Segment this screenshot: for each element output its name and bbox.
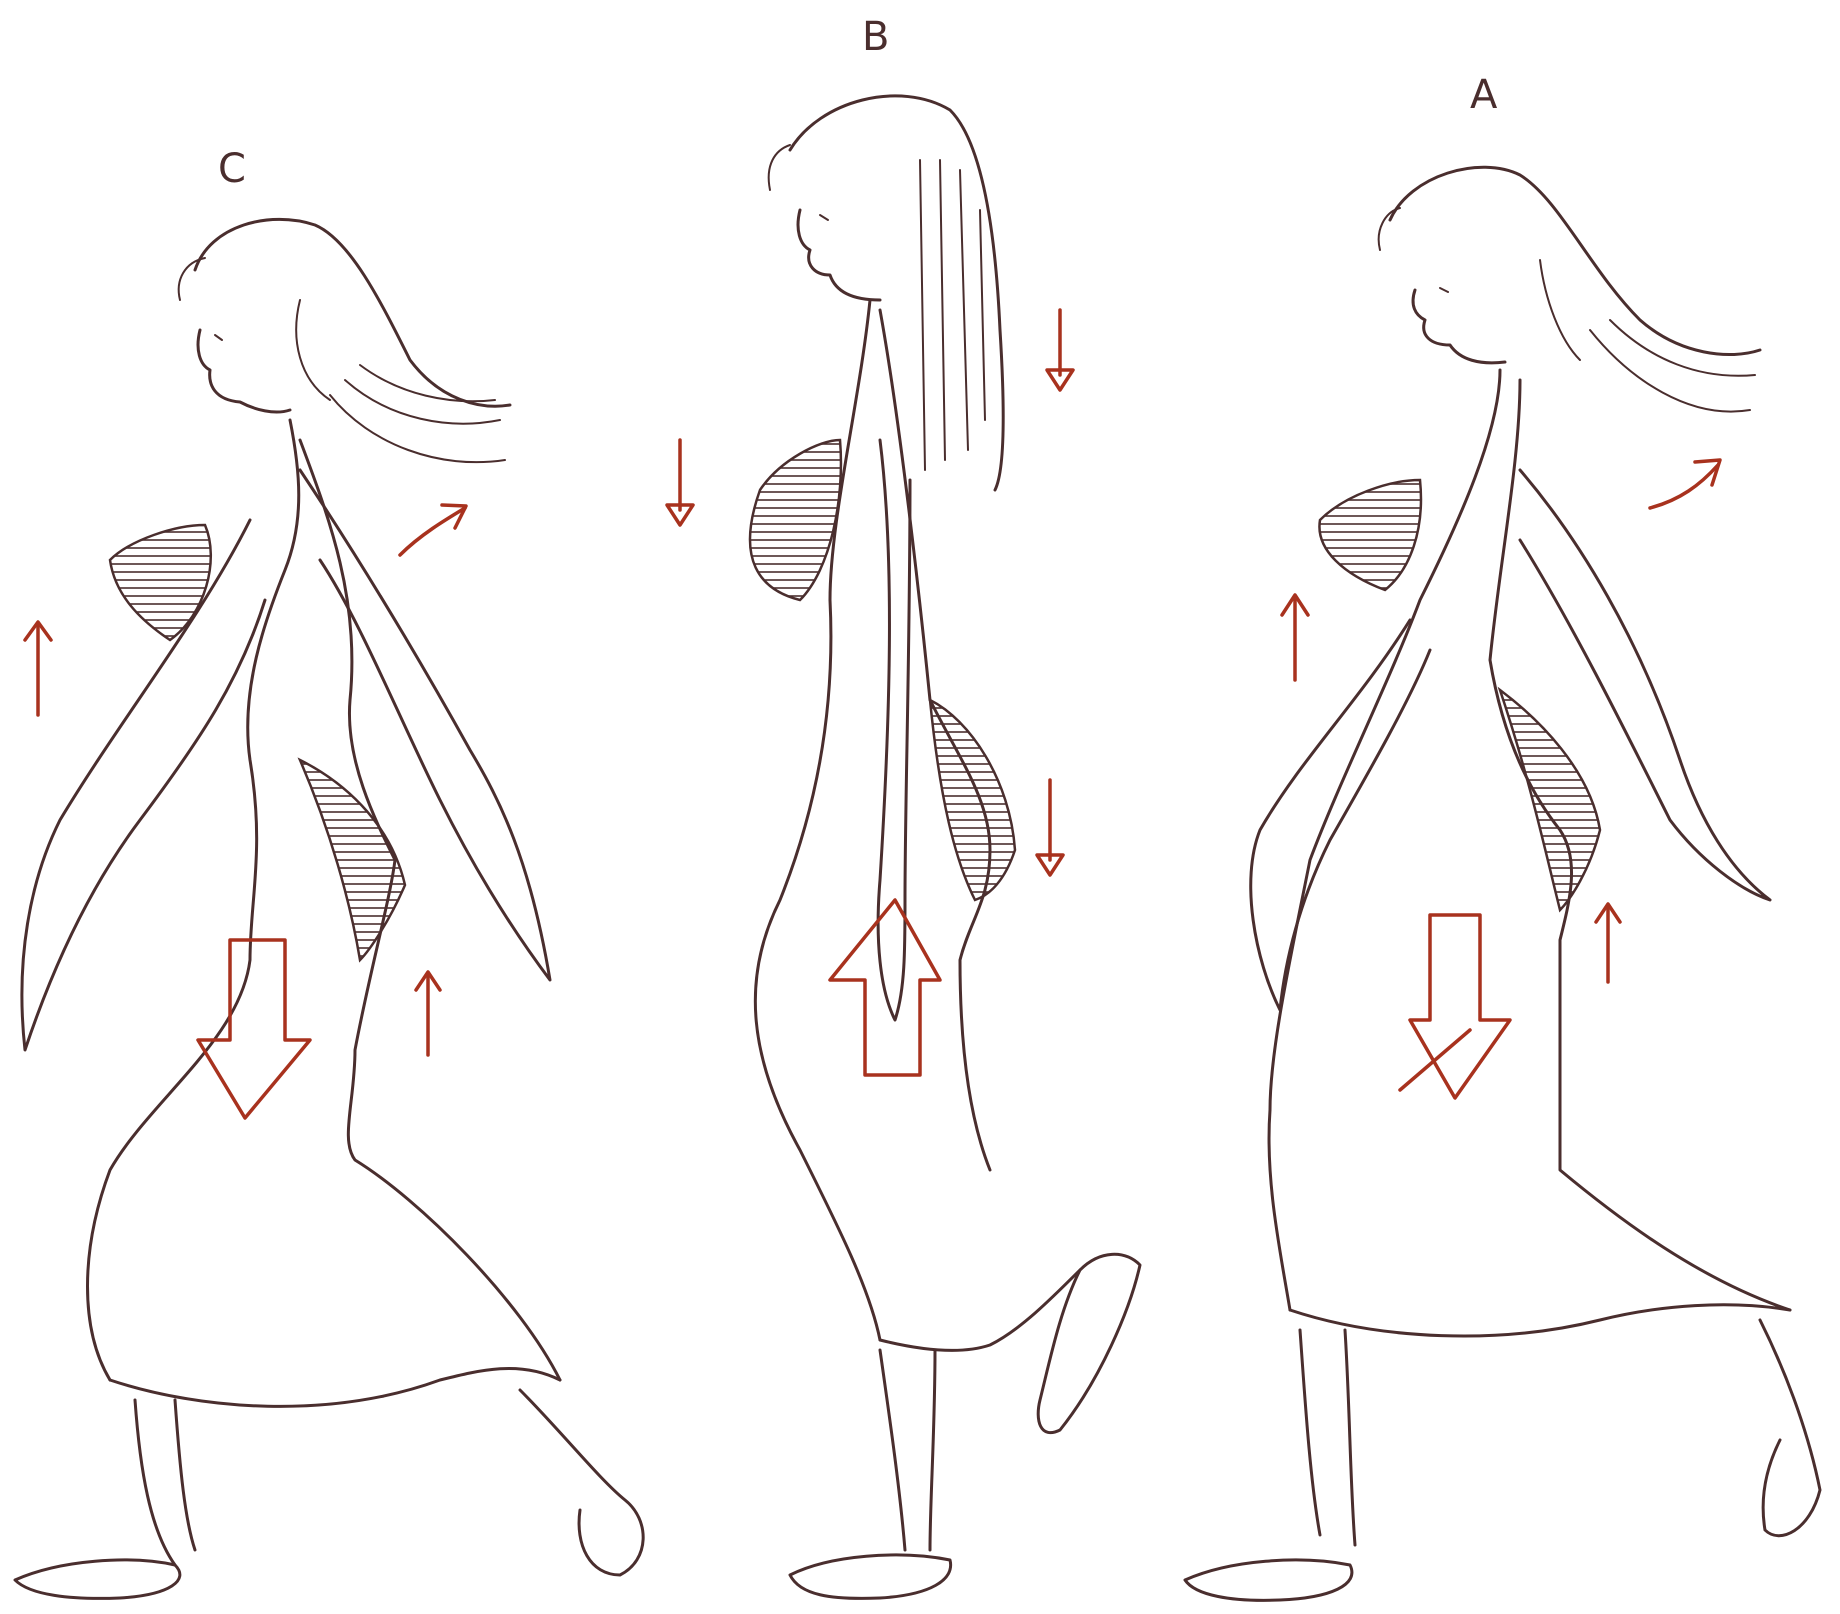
arrow-big-down-c [198,940,310,1118]
motion-arrows [25,310,1720,1118]
arrow-curve-c-hair [400,505,466,555]
walking-figure-c: C [15,146,643,1598]
arrow-up-c-hip [416,972,440,1055]
label-b: B [862,14,889,60]
arrow-curve-a-hair [1650,460,1720,508]
label-c: C [218,146,246,192]
arrow-down-b-hip [1037,780,1063,875]
arrow-up-a-hip [1596,904,1620,982]
arrow-down-b-hair [1047,310,1073,390]
arrow-up-c-left [25,622,51,715]
walking-figure-a: A [1185,72,1820,1600]
arrow-big-down-a [1400,915,1510,1098]
walking-figure-b: B [750,14,1140,1598]
label-a: A [1470,72,1498,118]
arrow-up-a-left [1282,595,1308,680]
arrow-down-b-left [667,440,693,525]
